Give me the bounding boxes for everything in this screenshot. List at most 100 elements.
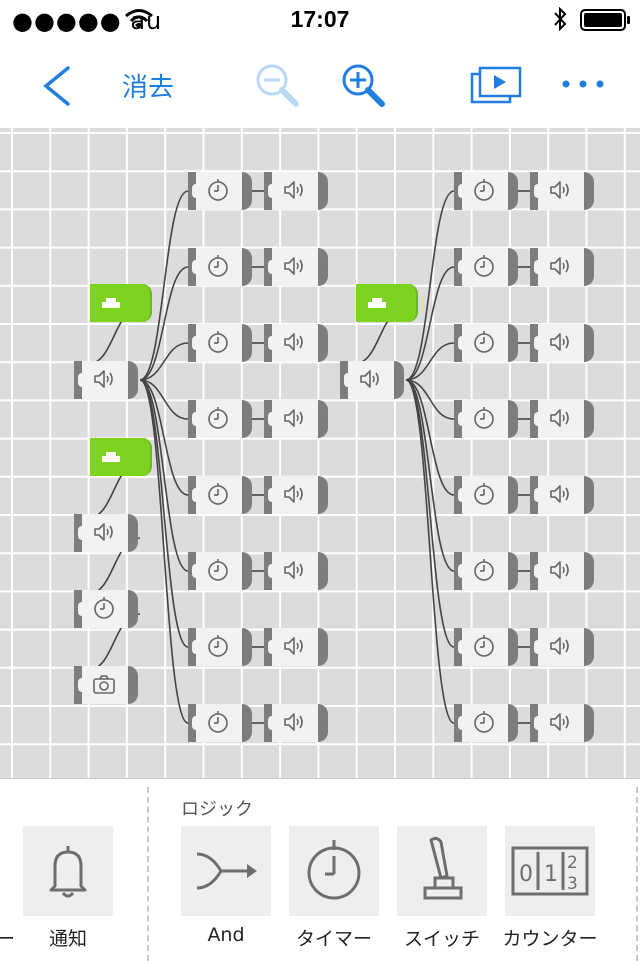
timer-node[interactable] [188,400,252,438]
input-port[interactable] [530,172,538,210]
play-slides-icon[interactable] [470,64,524,106]
output-port[interactable] [142,438,152,476]
timer-node[interactable] [454,172,518,210]
output-port[interactable] [128,666,138,704]
input-port[interactable] [188,628,196,666]
input-port[interactable] [264,172,272,210]
output-port[interactable] [394,361,404,399]
notify-tool[interactable] [23,826,113,916]
timer-node[interactable] [74,590,138,628]
input-port[interactable] [264,248,272,286]
output-port[interactable] [508,476,518,514]
back-chevron-icon[interactable] [38,64,74,108]
output-port[interactable] [318,552,328,590]
input-port[interactable] [74,666,82,704]
sound-node[interactable] [264,628,328,666]
input-port[interactable] [530,476,538,514]
input-port[interactable] [264,476,272,514]
output-port[interactable] [584,400,594,438]
output-port[interactable] [318,324,328,362]
output-port[interactable] [408,284,418,322]
sound-node[interactable] [264,552,328,590]
output-port[interactable] [318,400,328,438]
timer-node[interactable] [454,248,518,286]
output-port[interactable] [242,324,252,362]
timer-node[interactable] [454,324,518,362]
input-port[interactable] [340,361,348,399]
output-port[interactable] [584,552,594,590]
input-port[interactable] [454,248,462,286]
input-port[interactable] [454,704,462,742]
input-port[interactable] [454,400,462,438]
input-port[interactable] [264,324,272,362]
output-port[interactable] [128,361,138,399]
input-port[interactable] [188,476,196,514]
output-port[interactable] [508,628,518,666]
output-port[interactable] [584,628,594,666]
input-port[interactable] [188,172,196,210]
counter-tool[interactable]: 0 1 2 3 [505,826,595,916]
output-port[interactable] [584,172,594,210]
timer-node[interactable] [188,552,252,590]
output-port[interactable] [128,590,138,628]
timer-node[interactable] [188,704,252,742]
input-port[interactable] [264,552,272,590]
input-port[interactable] [264,628,272,666]
input-port[interactable] [530,628,538,666]
sound-node[interactable] [530,400,594,438]
output-port[interactable] [508,552,518,590]
output-port[interactable] [508,704,518,742]
sound-node[interactable] [530,552,594,590]
timer-node[interactable] [188,172,252,210]
camera-node[interactable] [74,666,138,704]
output-port[interactable] [318,248,328,286]
input-port[interactable] [530,704,538,742]
clear-button[interactable]: 消去 [122,73,175,103]
sound-node[interactable] [530,324,594,362]
input-port[interactable] [74,514,82,552]
input-port[interactable] [454,628,462,666]
sound-node[interactable] [264,172,328,210]
output-port[interactable] [242,552,252,590]
timer-node[interactable] [188,248,252,286]
sound-node[interactable] [264,248,328,286]
output-port[interactable] [584,248,594,286]
output-port[interactable] [242,628,252,666]
switch-tool[interactable] [397,826,487,916]
timer-node[interactable] [188,476,252,514]
input-port[interactable] [454,476,462,514]
timer-node[interactable] [454,400,518,438]
sound-node[interactable] [530,704,594,742]
input-port[interactable] [530,552,538,590]
input-port[interactable] [188,248,196,286]
output-port[interactable] [318,476,328,514]
output-port[interactable] [508,172,518,210]
more-dots-icon[interactable] [560,78,606,90]
sound-node[interactable] [264,324,328,362]
output-port[interactable] [242,172,252,210]
sound-node[interactable] [530,476,594,514]
timer-node[interactable] [188,628,252,666]
output-port[interactable] [242,248,252,286]
input-port[interactable] [188,400,196,438]
output-port[interactable] [318,704,328,742]
output-port[interactable] [142,284,152,322]
and-tool[interactable] [181,826,271,916]
output-port[interactable] [242,476,252,514]
timer-node[interactable] [454,552,518,590]
input-port[interactable] [454,324,462,362]
input-port[interactable] [454,172,462,210]
timer-node[interactable] [454,704,518,742]
editor-canvas[interactable] [0,128,640,778]
input-port[interactable] [74,361,82,399]
button-trigger-node[interactable] [90,438,152,476]
sound-node[interactable] [74,514,138,552]
sound-node[interactable] [530,172,594,210]
input-port[interactable] [264,704,272,742]
sound-node[interactable] [340,361,404,399]
sound-node[interactable] [264,704,328,742]
sound-node[interactable] [530,628,594,666]
button-trigger-node[interactable] [90,284,152,322]
input-port[interactable] [188,552,196,590]
output-port[interactable] [318,628,328,666]
